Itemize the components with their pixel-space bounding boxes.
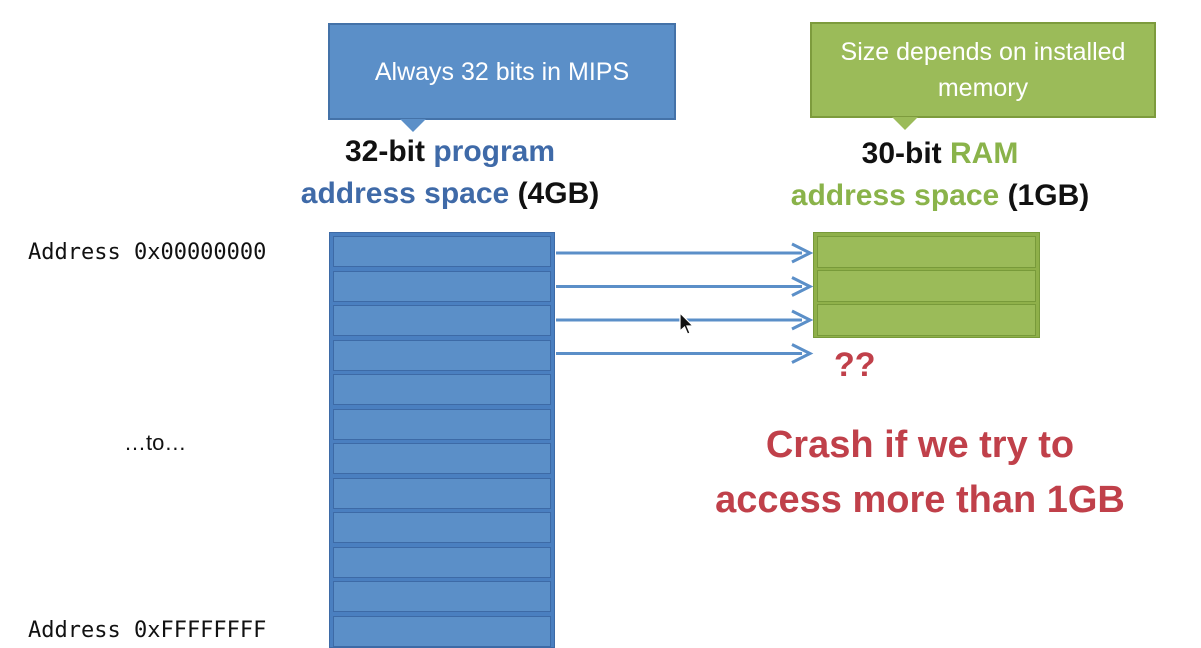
ram-heading-bits: 30-bit (861, 137, 951, 170)
program-callout-tail (400, 119, 426, 132)
ram-heading-space: address space (790, 179, 1000, 212)
ram-heading-line2: address space (1GB) (765, 175, 1115, 217)
program-memory-cell (333, 339, 551, 371)
program-callout-text: Always 32 bits in MIPS (374, 57, 630, 86)
program-heading-bits: 32-bit (344, 135, 434, 168)
to-label: …to… (124, 430, 187, 455)
ram-heading-line1: 30-bit RAM (765, 133, 1115, 175)
crash-warning-line1: Crash if we try to (765, 424, 1075, 466)
program-address-space-block (329, 232, 555, 648)
program-heading-space: address space (300, 177, 510, 210)
ram-callout-tail (892, 117, 918, 130)
program-heading-word: program (433, 135, 556, 168)
address-end-label: Address 0xFFFFFFFF (28, 618, 267, 643)
program-memory-cell (333, 546, 551, 578)
ram-callout-text: Size depends on installed memory (840, 38, 1126, 102)
unmapped-arrow (556, 343, 814, 364)
mapped-arrow (556, 276, 814, 297)
program-memory-cell (333, 477, 551, 509)
program-heading-size: (4GB) (509, 177, 600, 210)
ram-memory-cell (817, 270, 1036, 302)
program-memory-cell (333, 408, 551, 440)
ram-address-space-block (813, 232, 1040, 338)
ram-memory-cell (817, 304, 1036, 336)
program-memory-cell (333, 615, 551, 647)
program-memory-cell (333, 236, 551, 267)
program-memory-cell (333, 581, 551, 612)
ram-callout: Size depends on installed memory (810, 22, 1156, 130)
mapped-arrow (556, 242, 814, 264)
program-memory-cell (333, 270, 551, 302)
program-memory-cell (333, 374, 551, 405)
program-memory-cell (333, 443, 551, 474)
crash-warning: Crash if we try to access more than 1GB (690, 418, 1150, 528)
program-memory-cell (333, 305, 551, 336)
program-memory-cell (333, 512, 551, 543)
ram-memory-cell (817, 236, 1036, 268)
program-heading-line2: address space (4GB) (270, 173, 630, 215)
crash-warning-line2: access more than 1GB (715, 479, 1125, 521)
mouse-cursor-icon (679, 312, 695, 335)
ram-address-space-heading: 30-bit RAM address space (1GB) (765, 133, 1115, 217)
program-heading-line1: 32-bit program (270, 131, 630, 173)
mapped-arrow (556, 309, 814, 331)
program-callout: Always 32 bits in MIPS (328, 23, 676, 132)
address-start-label: Address 0x00000000 (28, 240, 267, 265)
program-address-space-heading: 32-bit program address space (4GB) (270, 131, 630, 215)
unmapped-question-marks: ?? (834, 346, 876, 384)
ram-heading-word: RAM (950, 137, 1019, 170)
ram-heading-size: (1GB) (999, 179, 1090, 212)
